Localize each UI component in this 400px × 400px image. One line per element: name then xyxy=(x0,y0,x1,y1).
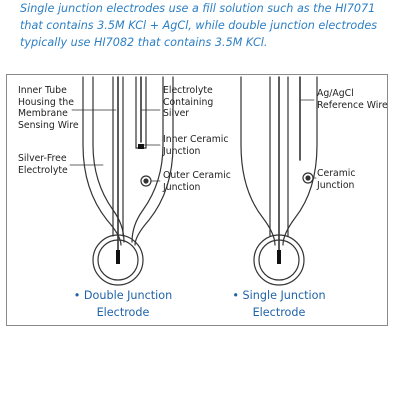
double-junction-electrode xyxy=(82,76,174,286)
single-junction-electrode xyxy=(240,76,318,286)
label-agagcl-reference-wire: Ag/AgCl Reference Wire xyxy=(317,88,388,111)
label-silver-free-electrolyte: Silver-Free Electrolyte xyxy=(18,153,68,176)
double-sensing-element xyxy=(116,250,120,264)
caption-single-junction: • Single Junction Electrode xyxy=(232,289,326,319)
single-outer-body-left xyxy=(240,76,276,246)
double-outer-body-right xyxy=(134,76,174,246)
double-middle-wall-left xyxy=(92,76,125,243)
label-electrolyte-containing-silver: Electrolyte Containing Silver xyxy=(163,85,214,119)
label-inner-ceramic-junction: Inner Ceramic Junction xyxy=(163,134,229,157)
single-outer-body-right xyxy=(282,76,318,246)
intro-paragraph: Single junction electrodes use a fill so… xyxy=(20,0,390,51)
intro-line-2: that contains 3.5M KCl + AgCl, while dou… xyxy=(20,19,378,32)
single-ceramic-junction-core xyxy=(305,175,311,181)
single-sensing-element xyxy=(277,250,281,264)
double-inner-ceramic-junction xyxy=(138,144,144,149)
intro-line-1: Single junction electrodes use a fill so… xyxy=(20,2,376,15)
double-outer-body xyxy=(82,76,122,246)
label-inner-tube: Inner Tube Housing the Membrane Sensing … xyxy=(18,85,79,131)
double-outer-ceramic-junction-core xyxy=(143,178,149,184)
diagram-panel xyxy=(6,74,388,326)
intro-line-3: typically use HI7082 that contains 3.5M … xyxy=(20,36,268,49)
caption-double-junction: • Double Junction Electrode xyxy=(73,289,173,319)
label-ceramic-junction: Ceramic Junction xyxy=(317,168,356,191)
double-middle-wall-right xyxy=(131,76,164,243)
label-outer-ceramic-junction: Outer Ceramic Junction xyxy=(163,170,231,193)
